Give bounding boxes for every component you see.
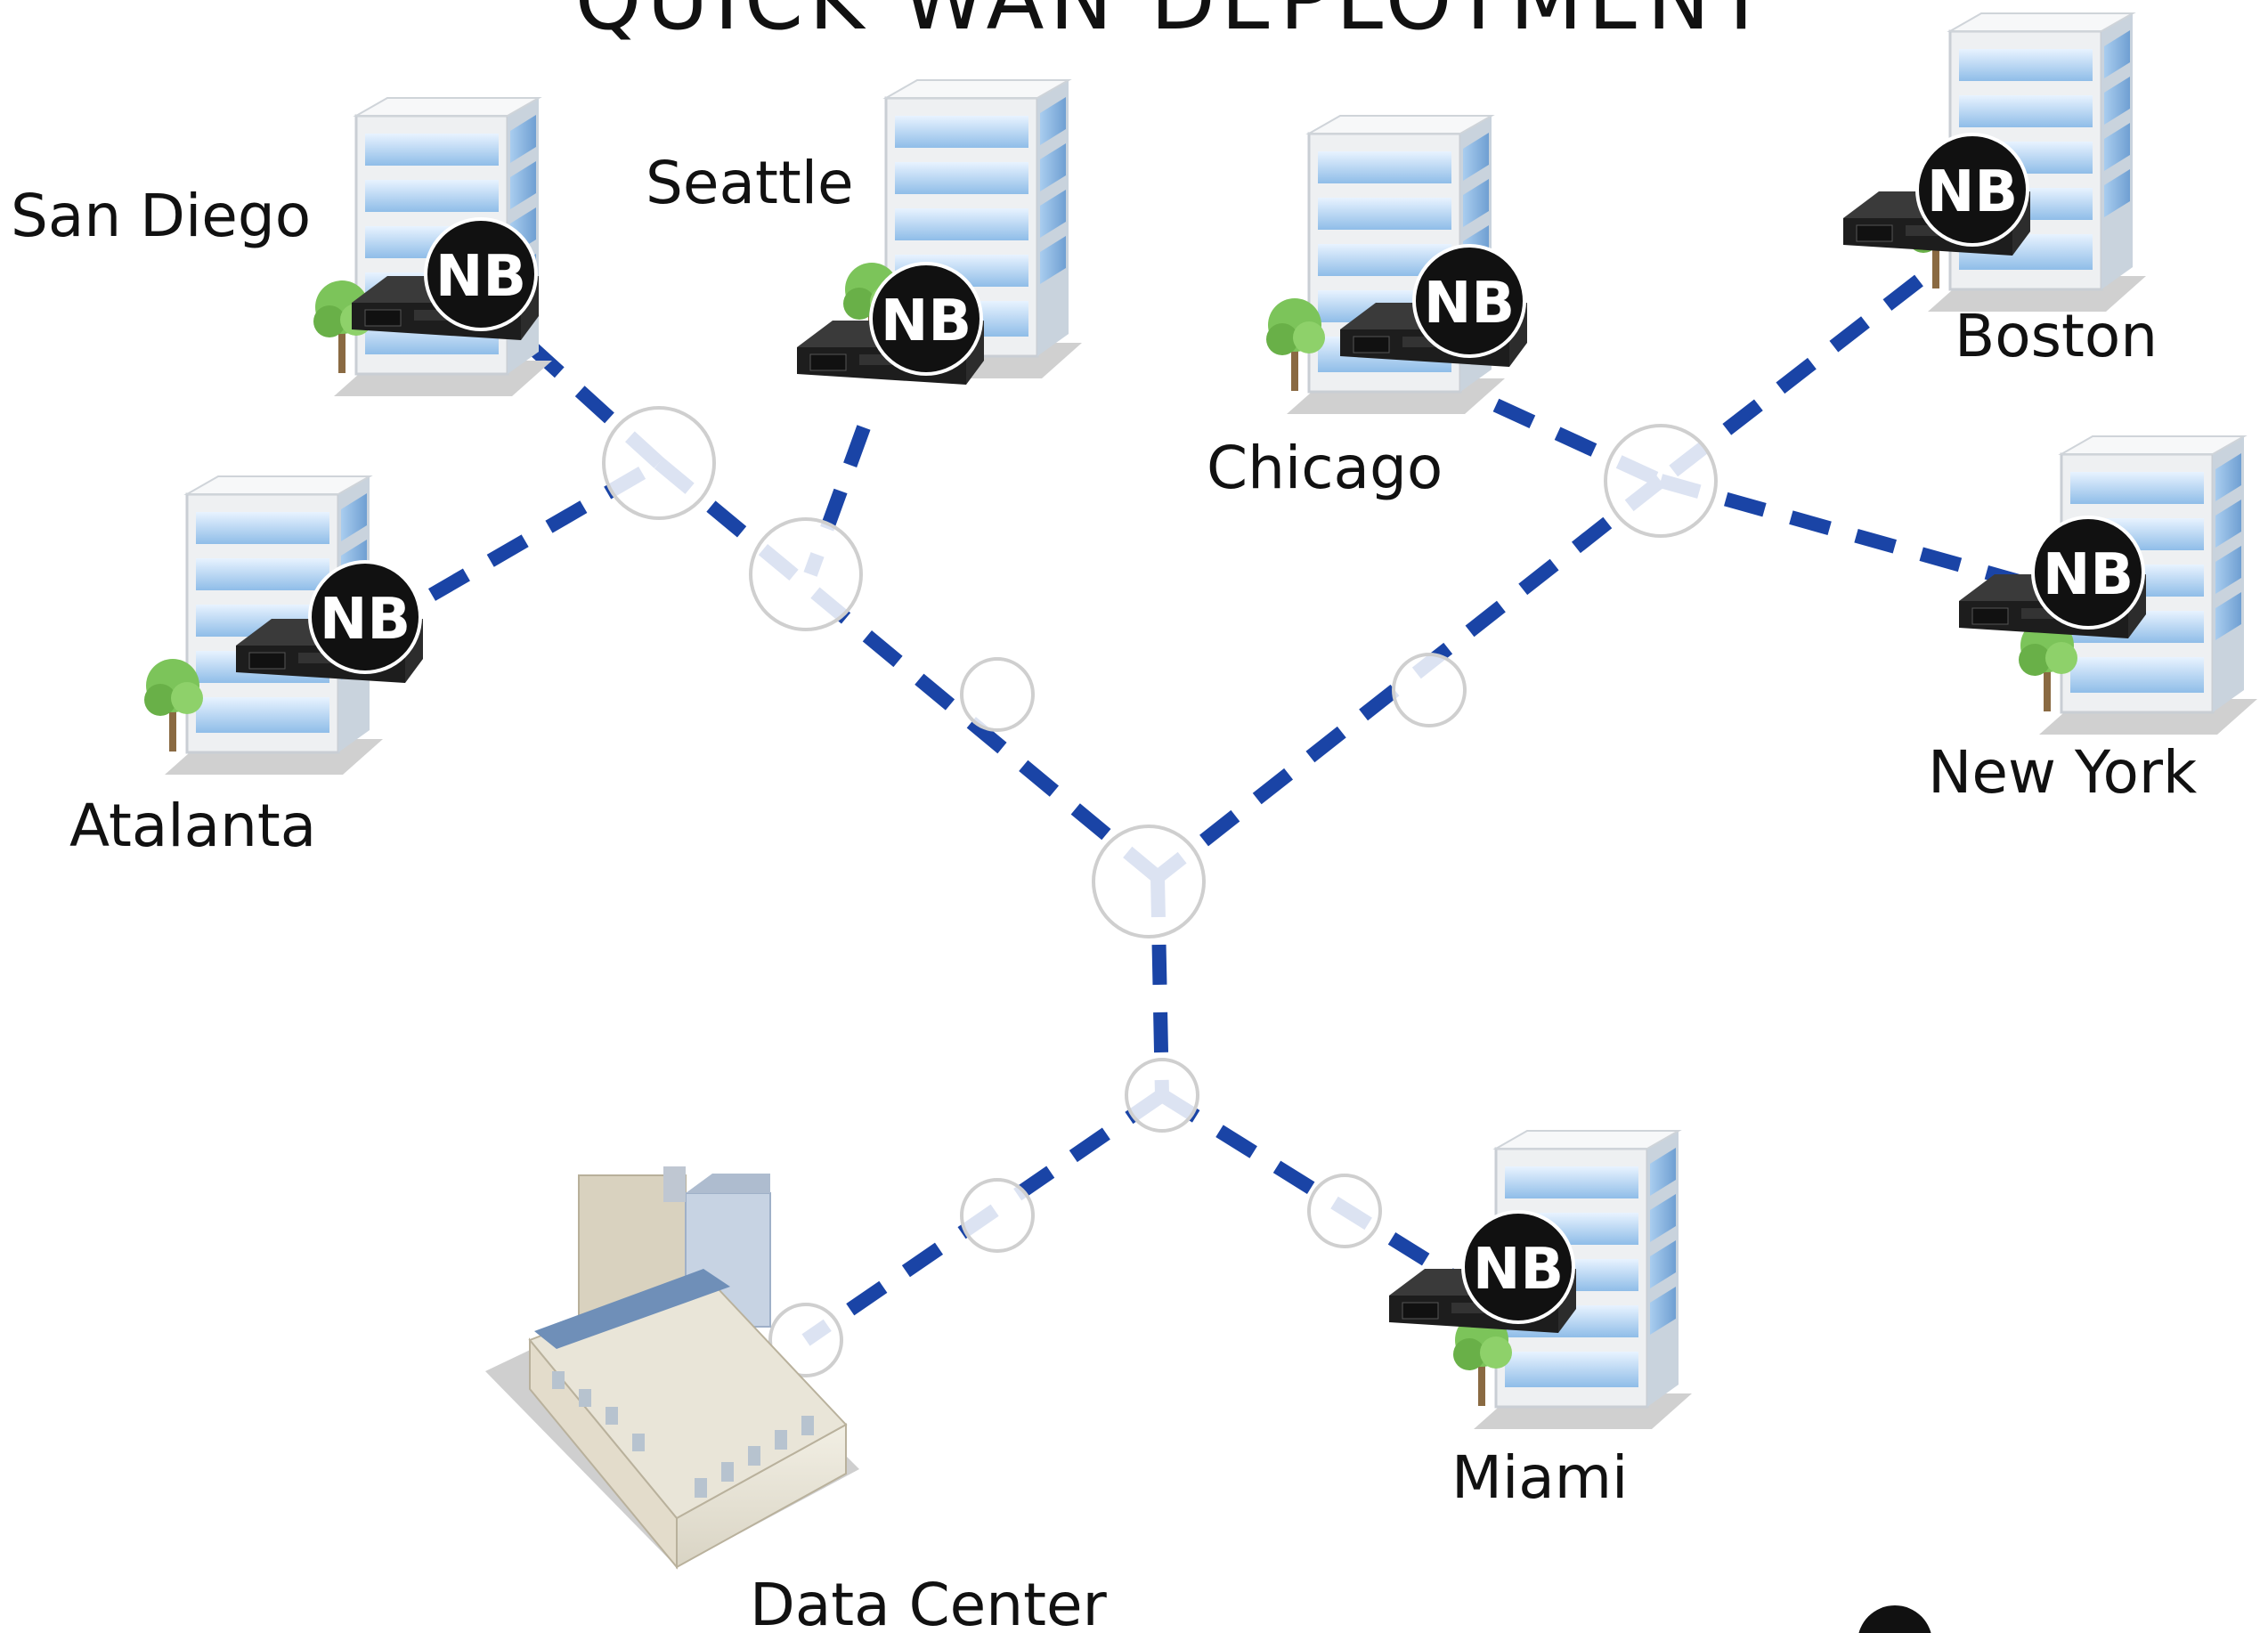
link-miami — [1158, 1089, 1474, 1293]
site-seattle[interactable]: NB Seattle — [646, 78, 1084, 386]
hop-node-seattle[interactable] — [749, 517, 863, 631]
nb-logo: NB — [1473, 1237, 1564, 1303]
hop-node-east-mid[interactable] — [1392, 653, 1467, 727]
site-label-miami: Miami — [1451, 1443, 1628, 1512]
site-label-data-center: Data Center — [750, 1571, 1108, 1633]
site-label-seattle: Seattle — [646, 149, 854, 217]
partial-logo-circle — [1858, 1605, 1931, 1633]
nb-logo: NB — [320, 587, 411, 653]
datacenter-building-icon — [485, 1166, 859, 1570]
site-atlanta[interactable]: NB Atalanta — [69, 475, 425, 860]
nb-logo: NB — [1927, 159, 2018, 225]
site-chicago[interactable]: NB Chicago — [1207, 114, 1529, 502]
wan-nodes — [602, 406, 1718, 1377]
site-label-new-york: New York — [1928, 738, 2198, 807]
site-label-chicago: Chicago — [1207, 434, 1443, 502]
site-miami[interactable]: NB Miami — [1387, 1129, 1694, 1512]
nb-logo: NB — [2043, 542, 2134, 608]
nb-logo: NB — [881, 288, 971, 354]
junction-node-east[interactable] — [1604, 424, 1718, 538]
hop-node-datacenter[interactable] — [960, 1178, 1035, 1253]
site-label-san-diego: San Diego — [11, 182, 311, 250]
nb-logo: NB — [435, 244, 526, 310]
junction-node-west[interactable] — [602, 406, 716, 520]
link-seattle — [803, 425, 871, 577]
hop-node-west-mid[interactable] — [960, 657, 1035, 732]
junction-node-south[interactable] — [1125, 1058, 1199, 1133]
site-boston[interactable]: NB Boston — [1841, 12, 2158, 370]
site-data-center[interactable]: Data Center — [485, 1166, 1108, 1633]
hop-node-miami[interactable] — [1307, 1174, 1382, 1248]
site-san-diego[interactable]: NB San Diego — [11, 96, 554, 398]
link-east-trunk — [1153, 475, 1665, 883]
site-label-boston: Boston — [1955, 302, 2158, 370]
site-new-york[interactable]: NB New York — [1928, 435, 2259, 807]
site-label-atlanta: Atalanta — [69, 792, 316, 860]
nb-logo: NB — [1424, 271, 1515, 337]
link-west-trunk — [654, 457, 1163, 883]
junction-node-core[interactable] — [1092, 825, 1206, 938]
link-new-york — [1658, 474, 2060, 599]
diagram-title: QUICK WAN DEPLOYMENT — [575, 0, 1773, 49]
hop-node-datacenter-edge[interactable] — [768, 1303, 843, 1377]
